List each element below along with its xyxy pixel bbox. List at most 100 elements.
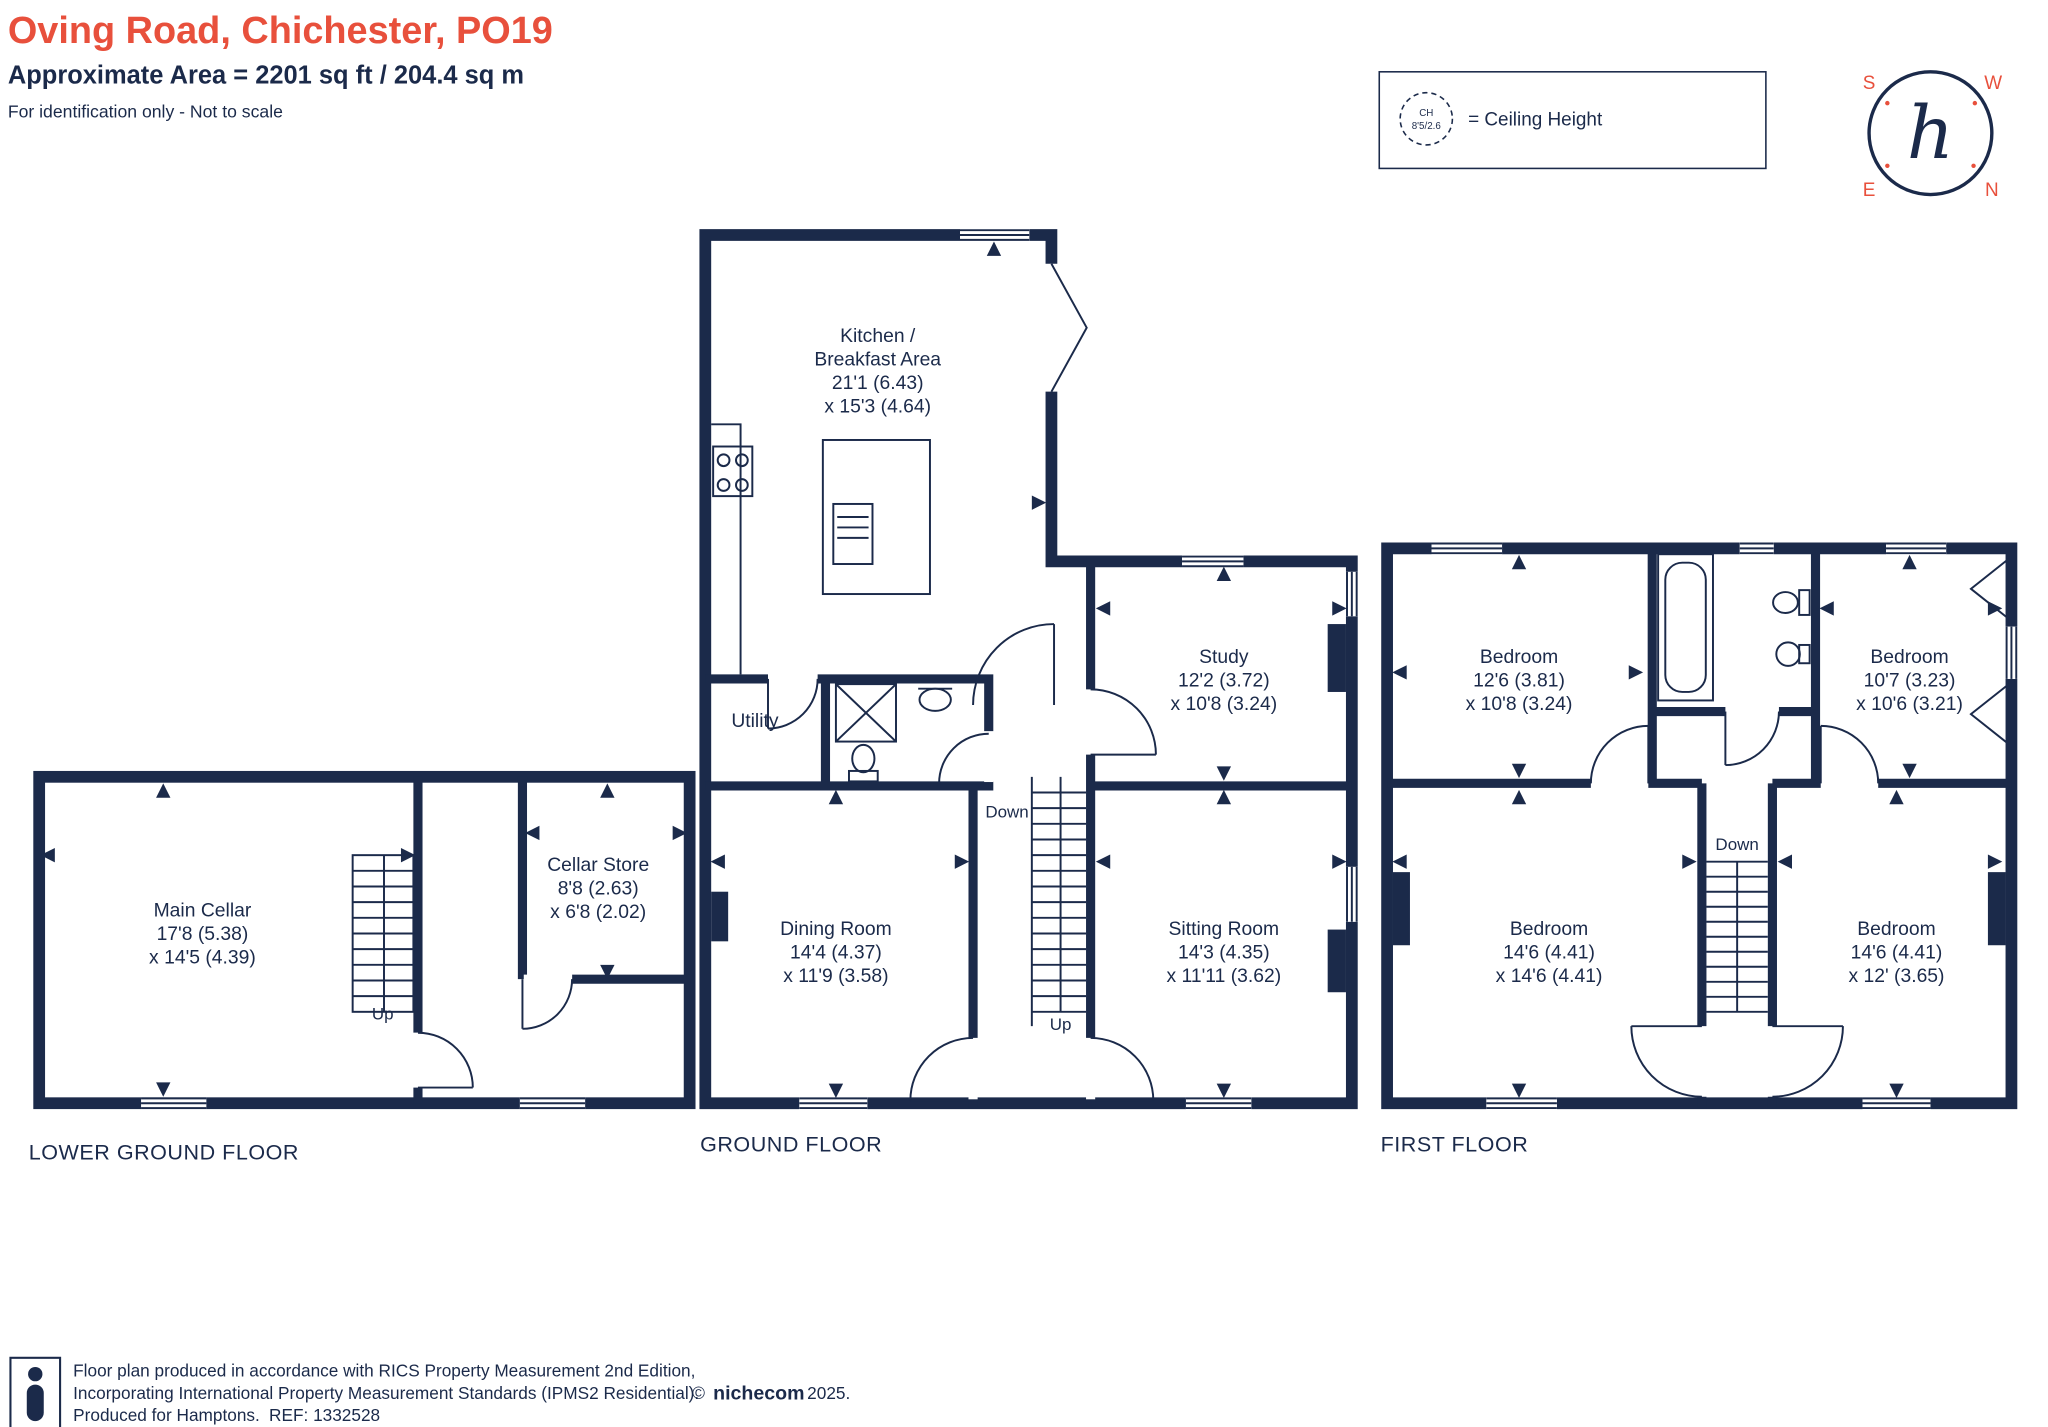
door bbox=[1767, 1025, 1844, 1098]
room-label-bedroom-1: Bedroom 12'6 (3.81) x 10'8 (3.24) bbox=[1466, 647, 1573, 715]
window bbox=[1739, 542, 1774, 555]
copyright-symbol: © bbox=[692, 1383, 705, 1403]
door bbox=[938, 732, 994, 785]
room-dim: 17'8 (5.38) bbox=[157, 924, 249, 945]
room-name: Bedroom bbox=[1857, 919, 1935, 940]
room-name: Breakfast Area bbox=[814, 350, 941, 371]
room-dim: x 10'6 (3.21) bbox=[1856, 694, 1963, 715]
compass-circle bbox=[1867, 70, 1994, 197]
window bbox=[519, 1097, 586, 1110]
room-name: Study bbox=[1199, 647, 1249, 668]
window bbox=[799, 1097, 868, 1110]
footer: Floor plan produced in accordance with R… bbox=[9, 1356, 850, 1427]
door bbox=[1086, 688, 1157, 756]
window bbox=[1182, 555, 1244, 568]
footer-ref: REF: 1332528 bbox=[269, 1405, 380, 1425]
stairs-up-label: Up bbox=[372, 1005, 394, 1024]
copyright-year: 2025. bbox=[807, 1383, 850, 1403]
room-dim: x 14'5 (4.39) bbox=[149, 948, 256, 969]
room-label-cellar-store: Cellar Store 8'8 (2.63) x 6'8 (2.02) bbox=[547, 855, 649, 923]
walls bbox=[33, 770, 696, 1110]
room-name: Main Cellar bbox=[154, 901, 252, 922]
room-dim: 10'7 (3.23) bbox=[1864, 671, 1956, 692]
door bbox=[1724, 706, 1780, 767]
staircase bbox=[351, 854, 415, 1013]
compass-n: N bbox=[1985, 180, 1999, 201]
staircase bbox=[1706, 860, 1768, 1013]
room-dim: 12'6 (3.81) bbox=[1473, 671, 1565, 692]
door bbox=[521, 974, 574, 1030]
door bbox=[767, 674, 819, 730]
legend-box bbox=[1378, 71, 1767, 170]
room-name: Bedroom bbox=[1510, 919, 1588, 940]
room-dim: 8'8 (2.63) bbox=[558, 878, 639, 899]
room-dim: x 11'11 (3.62) bbox=[1167, 966, 1282, 987]
kitchen-counter bbox=[711, 423, 754, 675]
ground-floor-plan: Kitchen / Breakfast Area 21'1 (6.43) x 1… bbox=[699, 229, 1358, 1157]
compass-s: S bbox=[1863, 73, 1876, 94]
room-label-dining-room: Dining Room 14'4 (4.37) x 11'9 (3.58) bbox=[780, 919, 892, 987]
room-dim: x 12' (3.65) bbox=[1848, 966, 1944, 987]
door bbox=[1589, 724, 1650, 788]
window bbox=[1345, 866, 1358, 922]
room-dim: 14'6 (4.41) bbox=[1503, 942, 1595, 963]
ceiling-height-icon bbox=[1399, 91, 1454, 146]
hamptons-logo: h bbox=[1907, 91, 1954, 176]
room-dim: 14'6 (4.41) bbox=[1851, 942, 1943, 963]
room-name: Kitchen / bbox=[840, 326, 916, 347]
floor-label-lower-ground: LOWER GROUND FLOOR bbox=[29, 1140, 299, 1164]
room-dim: 14'4 (4.37) bbox=[790, 942, 882, 963]
compass-dot bbox=[1885, 100, 1890, 106]
bathtub bbox=[1657, 553, 1714, 702]
door bbox=[909, 1036, 978, 1102]
chimney-pier bbox=[711, 891, 729, 942]
header: Oving Road, Chichester, PO19 Approximate… bbox=[8, 10, 553, 121]
measurement-arrows bbox=[40, 783, 688, 1097]
room-name: Cellar Store bbox=[547, 855, 649, 876]
walls bbox=[1381, 542, 2018, 1110]
ceiling-height-legend: CH 8'5/2.6 = Ceiling Height bbox=[1378, 71, 1767, 170]
window bbox=[1431, 542, 1503, 555]
door bbox=[1819, 724, 1880, 788]
room-label-main-cellar: Main Cellar 17'8 (5.38) x 14'5 (4.39) bbox=[149, 901, 256, 969]
room-dim: x 10'8 (3.24) bbox=[1466, 694, 1573, 715]
sink bbox=[918, 687, 953, 712]
window bbox=[1345, 571, 1358, 617]
floor-label-first: FIRST FLOOR bbox=[1381, 1133, 1529, 1157]
room-name: Sitting Room bbox=[1169, 919, 1280, 940]
disclaimer: For identification only - Not to scale bbox=[8, 102, 283, 122]
chimney-pier bbox=[1327, 624, 1346, 692]
person-icon-box bbox=[9, 1356, 62, 1427]
footer-line2: Incorporating International Property Mea… bbox=[73, 1383, 699, 1403]
room-label-utility: Utility bbox=[731, 711, 779, 732]
window bbox=[1185, 1097, 1252, 1110]
angled-opening bbox=[1050, 263, 1088, 393]
room-dim: x 15'3 (4.64) bbox=[824, 397, 931, 418]
window bbox=[1886, 542, 1947, 555]
compass-w: W bbox=[1984, 73, 2002, 94]
stove bbox=[712, 445, 754, 498]
room-label-sitting-room: Sitting Room 14'3 (4.35) x 11'11 (3.62) bbox=[1167, 919, 1282, 987]
compass-dot bbox=[1972, 100, 1978, 106]
room-label-kitchen: Kitchen / Breakfast Area 21'1 (6.43) x 1… bbox=[814, 326, 941, 417]
chimney-pier bbox=[1392, 872, 1410, 946]
kitchen-island bbox=[821, 439, 931, 596]
person-icon bbox=[26, 1366, 44, 1422]
page-title: Oving Road, Chichester, PO19 bbox=[8, 10, 553, 52]
chimney-pier bbox=[1987, 872, 2006, 946]
closet-bifold-doors bbox=[1969, 558, 2010, 745]
window bbox=[1486, 1097, 1557, 1110]
floor-label-ground: GROUND FLOOR bbox=[700, 1133, 882, 1157]
door bbox=[1086, 1036, 1155, 1102]
footer-line1: Floor plan produced in accordance with R… bbox=[73, 1361, 695, 1381]
room-dim: 21'1 (6.43) bbox=[832, 373, 924, 394]
walls bbox=[699, 229, 1358, 1110]
toilet bbox=[847, 743, 879, 783]
compass-dot bbox=[1885, 163, 1890, 169]
room-dim: 14'3 (4.35) bbox=[1178, 942, 1270, 963]
staircase bbox=[1030, 776, 1087, 1027]
legend-label: = Ceiling Height bbox=[1468, 109, 1603, 130]
sink bbox=[1775, 641, 1811, 667]
first-floor-plan: Bedroom 12'6 (3.81) x 10'8 (3.24) Bedroo… bbox=[1381, 542, 2018, 1157]
